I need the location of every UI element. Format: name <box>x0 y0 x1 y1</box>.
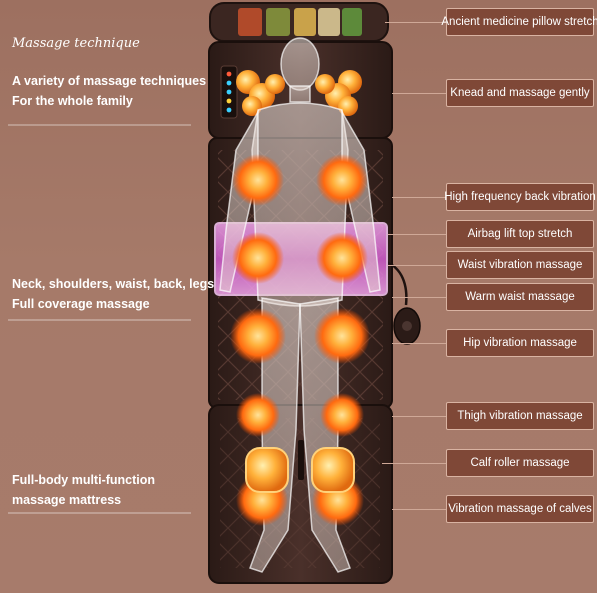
calf-rollers <box>245 440 355 493</box>
control-panel <box>220 65 238 119</box>
leader-line <box>392 93 446 94</box>
text-line: Full coverage massage <box>12 297 150 311</box>
callout-calf-roller: Calf roller massage <box>446 449 594 477</box>
heat-zones <box>230 154 370 526</box>
text-block-2: Neck, shoulders, waist, back, legs Full … <box>12 274 214 314</box>
callout-waist-vibration: Waist vibration massage <box>446 251 594 279</box>
callout-back-vibration: High frequency back vibration <box>444 183 596 211</box>
herbal-pillow <box>209 2 389 42</box>
leader-line <box>392 197 446 198</box>
remote-controller <box>385 260 421 345</box>
leader-line <box>392 416 446 417</box>
text-line: A variety of massage techniques <box>12 74 207 88</box>
leader-line <box>382 463 446 464</box>
leader-line <box>388 234 446 235</box>
text-line: massage mattress <box>12 493 122 507</box>
callout-pillow-stretch: Ancient medicine pillow stretch <box>441 8 597 36</box>
callout-knead: Knead and massage gently <box>446 79 594 107</box>
callout-airbag: Airbag lift top stretch <box>446 220 594 248</box>
text-line: Neck, shoulders, waist, back, legs <box>12 277 215 291</box>
callout-hip-vibration: Hip vibration massage <box>446 329 594 357</box>
leader-line <box>392 343 446 344</box>
kneading-nodes <box>236 70 362 116</box>
text-block-3: Full-body multi-function massage mattres… <box>12 470 155 510</box>
leader-line <box>392 297 446 298</box>
text-line: Full-body multi-function <box>12 473 156 487</box>
section-heading: Massage technique <box>12 36 140 51</box>
leader-line <box>392 509 446 510</box>
callout-calf-vibration: Vibration massage of calves <box>446 495 594 523</box>
leader-line <box>388 265 446 266</box>
text-block-1: A variety of massage techniques For the … <box>12 71 206 111</box>
text-line: For the whole family <box>12 94 133 108</box>
callout-thigh-vibration: Thigh vibration massage <box>446 402 594 430</box>
callout-warm-waist: Warm waist massage <box>446 283 594 311</box>
leader-line <box>385 22 446 23</box>
